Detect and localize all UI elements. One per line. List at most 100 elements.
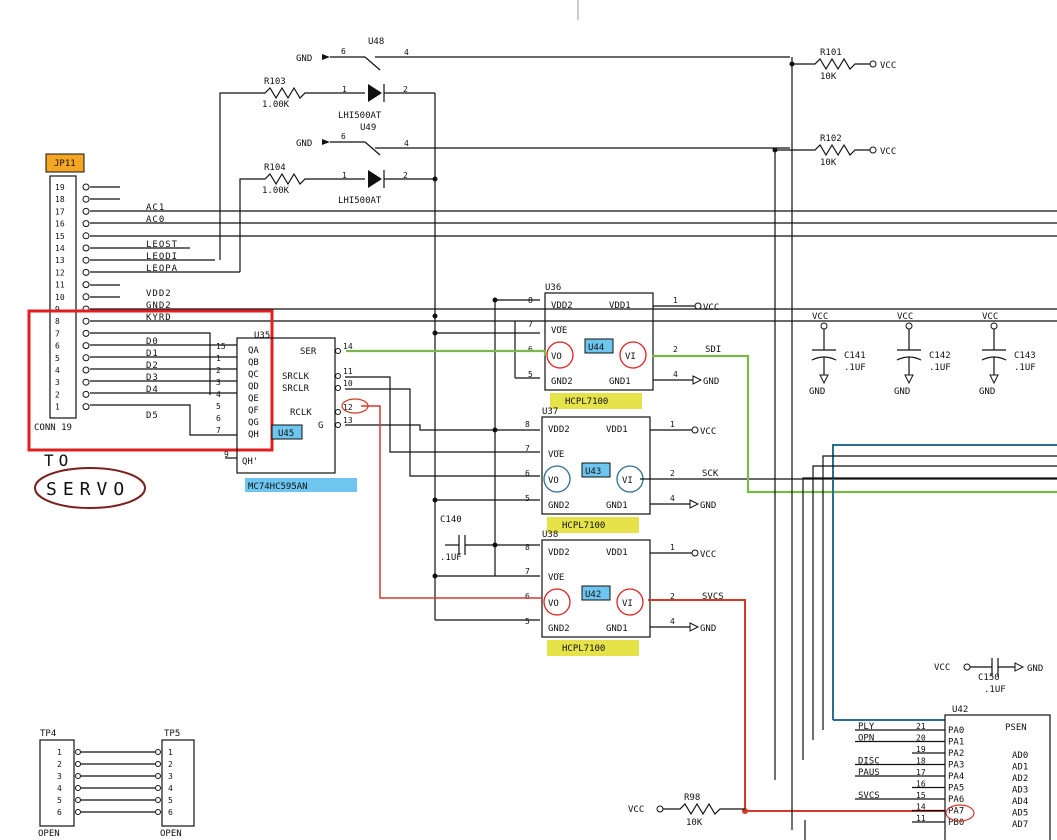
u42-pin-label: PA0	[948, 726, 964, 736]
tp5-pin-num: 6	[168, 808, 173, 817]
u45-tag: U45	[278, 429, 294, 439]
u45-part: MC74HC595AN	[248, 482, 308, 492]
opto-p6: 6	[528, 345, 533, 354]
led1-p1: 1	[342, 85, 347, 94]
u48-pin-a: 6	[341, 47, 346, 56]
jp11-pin-num: 6	[55, 342, 60, 351]
label-vdd2: VDD2	[146, 289, 172, 299]
bus-lines	[802, 455, 1057, 760]
u42-pin-num: 14	[916, 803, 926, 812]
opto-part: HCPL7100	[562, 521, 605, 531]
u42-psen: PSEN	[1005, 723, 1027, 733]
cap-ref: C141	[844, 351, 866, 361]
tp5-pin-num: 2	[168, 760, 173, 769]
r101-val: 10K	[820, 72, 837, 82]
opto-vi: VI	[622, 599, 633, 609]
led2-diode	[368, 170, 382, 188]
u45-right-num: 14	[343, 342, 353, 351]
jp11-pin-contact	[82, 183, 90, 191]
opto-p8: 8	[528, 296, 533, 305]
c150-ref: C150	[978, 673, 1000, 683]
u45-ref: U35	[254, 331, 270, 341]
u42-body	[944, 714, 1051, 840]
opto-gnd: GND	[700, 624, 716, 634]
u45-pin-num: 7	[216, 426, 221, 435]
u42-net-label: PAUS	[858, 768, 880, 778]
cap-ref: C143	[1014, 351, 1036, 361]
jp11-tag: JP11	[54, 159, 76, 169]
u45-pin-label: QF	[248, 406, 259, 416]
opto-ref: U38	[542, 530, 558, 540]
jp11-pin-contact	[82, 329, 90, 337]
tp4-label: OPEN	[38, 829, 60, 839]
opto-vo: VO	[548, 476, 559, 486]
u45-pin-num: 3	[216, 378, 221, 387]
tp5-pin-num: 3	[168, 772, 173, 781]
led1-part: LHI500AT	[338, 111, 382, 121]
u49-pin-b: 4	[404, 139, 409, 148]
opto-ref: U37	[542, 407, 558, 417]
opto-p2: 2	[670, 592, 675, 601]
tp4-pin-num: 6	[57, 808, 62, 817]
servo-ring	[34, 467, 146, 509]
r104-ref: R104	[264, 163, 286, 173]
middle-buses	[432, 93, 540, 621]
tp4-pin-num: 5	[57, 796, 62, 805]
label-leost: LEOST	[146, 240, 178, 250]
jp11-pin-contact	[82, 317, 90, 325]
c140-ref: C140	[440, 515, 462, 525]
u45-pin-num: 6	[216, 414, 221, 423]
u42-pin-num: 19	[916, 745, 926, 754]
u45-pin-label: QC	[248, 370, 259, 380]
led-section: U48 GND 6 4 R103 1.00K 1 2 LHI500AT U49 …	[219, 37, 790, 272]
opto-p8: 8	[525, 420, 530, 429]
u42-pin-num: 15	[916, 791, 926, 800]
jp11-pin-num: 12	[55, 268, 65, 277]
label-d0: D0	[146, 337, 159, 347]
pa7-ring	[945, 804, 975, 822]
jp11-pin-num: 18	[55, 195, 65, 204]
led2-p1: 1	[342, 171, 347, 180]
u45-part-bg	[245, 478, 357, 492]
opto-p4: 4	[670, 494, 675, 503]
label-d5: D5	[146, 411, 159, 421]
jp11-pin-num: 10	[55, 293, 65, 302]
opto-voe: VOE	[551, 326, 567, 336]
opto-tag: U44	[588, 343, 604, 353]
opto-tag: U42	[585, 590, 601, 600]
cap-vcc: VCC	[982, 312, 998, 322]
label-kyrd: KYRD	[146, 313, 172, 323]
opto-p6: 6	[525, 592, 530, 601]
c150-gnd: GND	[1027, 664, 1043, 674]
opto-gnd2: GND2	[551, 377, 573, 387]
label-ac1: AC1	[146, 203, 165, 213]
label-gnd2: GND2	[146, 301, 172, 311]
to-text: TO	[44, 451, 73, 470]
jp11-pin-num: 2	[55, 390, 60, 399]
opto-gnd2: GND2	[548, 501, 570, 511]
opto-vdd2: VDD2	[548, 548, 570, 558]
u42-ad-label: AD7	[1012, 820, 1028, 830]
r98-net: VCC	[628, 805, 644, 815]
u42-pin-num: 17	[916, 768, 926, 777]
u42-pin-num: 11	[916, 814, 926, 823]
jp11-tag-bg	[45, 153, 85, 173]
u42-net-label: OPN	[858, 734, 874, 744]
pullups: R101 10K VCC R102 10K VCC	[772, 48, 896, 830]
r98-val: 10K	[686, 818, 703, 828]
opto-vo: VO	[548, 599, 559, 609]
r104-val: 1.00K	[262, 186, 290, 196]
tp4-pin-num: 3	[57, 772, 62, 781]
jp11-pin-contact	[82, 207, 90, 215]
u45-pin-label: QA	[248, 346, 259, 356]
opto-signal: SCK	[702, 469, 719, 479]
servo-text: SERVO	[46, 479, 130, 500]
u42-pin-label: PA2	[948, 749, 964, 759]
cap-gnd: GND	[979, 387, 995, 397]
cap-val: .1UF	[1014, 363, 1036, 373]
opto-vcc: VCC	[700, 427, 716, 437]
u42-pin-label: PA1	[948, 738, 964, 748]
